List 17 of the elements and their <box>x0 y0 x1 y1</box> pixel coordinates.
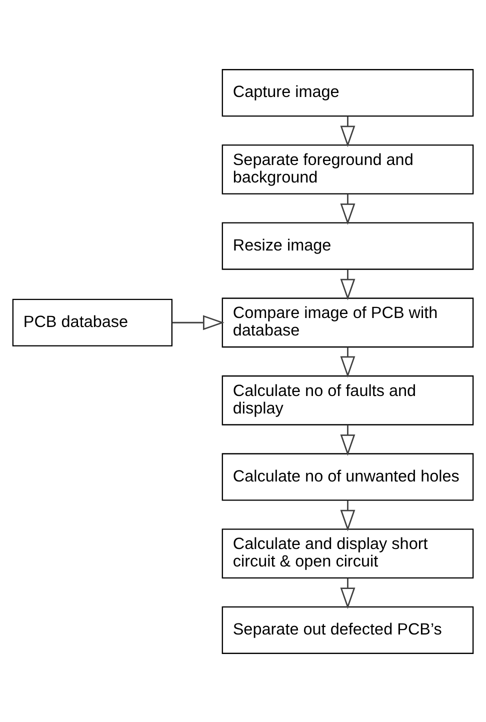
arrow <box>340 346 356 378</box>
node-box: Calculate and display short circuit & open circuit <box>222 528 474 578</box>
arrow <box>340 268 356 300</box>
node-box: Separate foreground and background <box>222 144 474 194</box>
node-box: PCB database <box>12 298 172 346</box>
arrow <box>340 424 356 456</box>
node-box: Resize image <box>222 222 474 270</box>
node-box: Calculate no of unwanted holes <box>222 452 474 500</box>
node-box: Calculate no of faults and display <box>222 374 474 425</box>
arrow <box>172 314 224 330</box>
arrow <box>340 194 356 224</box>
node-box: Compare image of PCB with database <box>222 297 474 348</box>
arrow <box>340 578 356 609</box>
node-box: Separate out defected PCB’s <box>222 606 474 654</box>
arrow <box>340 500 356 531</box>
arrow <box>340 116 356 147</box>
node-box: Capture image <box>222 68 474 116</box>
